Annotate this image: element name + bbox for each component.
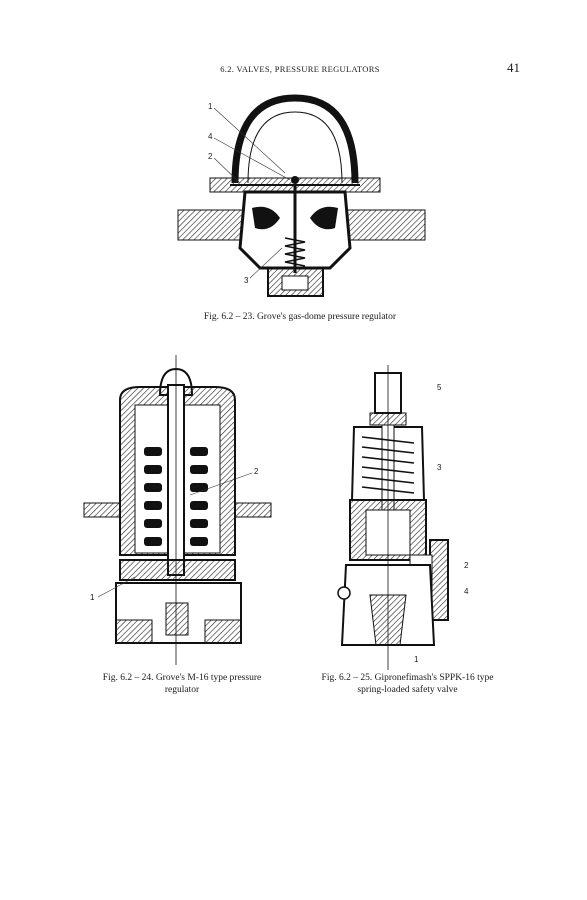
callout-label: 4 — [208, 132, 213, 141]
caption-line: spring-loaded safety valve — [357, 685, 458, 695]
figure-gas-dome-regulator: 1 4 2 3 — [170, 88, 430, 313]
callout-label: 2 — [208, 152, 213, 161]
page-number: 41 — [507, 60, 520, 75]
caption-line: regulator — [164, 685, 200, 695]
callout-label: 3 — [244, 276, 249, 285]
figure-safety-valve: 5 3 2 4 1 — [330, 365, 480, 670]
callout-label: 1 — [208, 102, 213, 111]
callout-label: 1 — [90, 593, 95, 602]
caption-line: Fig. 6.2 – 25. Gipronefimash's SPPK-16 t… — [321, 673, 494, 683]
figure-caption: Fig. 6.2 – 23. Grove's gas-dome pressure… — [203, 312, 397, 322]
callout-label: 4 — [464, 587, 469, 596]
callout-label: 5 — [437, 383, 442, 392]
callout-label: 3 — [437, 463, 442, 472]
callout-label: 2 — [464, 561, 469, 570]
figure-m16-regulator: 2 1 — [80, 355, 280, 665]
figure-caption: Fig. 6.2 – 24. Grove's M-16 type pressur… — [82, 672, 282, 696]
caption-line: Fig. 6.2 – 24. Grove's M-16 type pressur… — [102, 673, 262, 683]
callout-label: 1 — [414, 655, 419, 664]
running-head: 6.2. VALVES, PRESSURE REGULATORS — [220, 64, 380, 74]
callout-label: 2 — [254, 467, 259, 476]
figure-caption: Fig. 6.2 – 25. Gipronefimash's SPPK-16 t… — [295, 672, 520, 696]
